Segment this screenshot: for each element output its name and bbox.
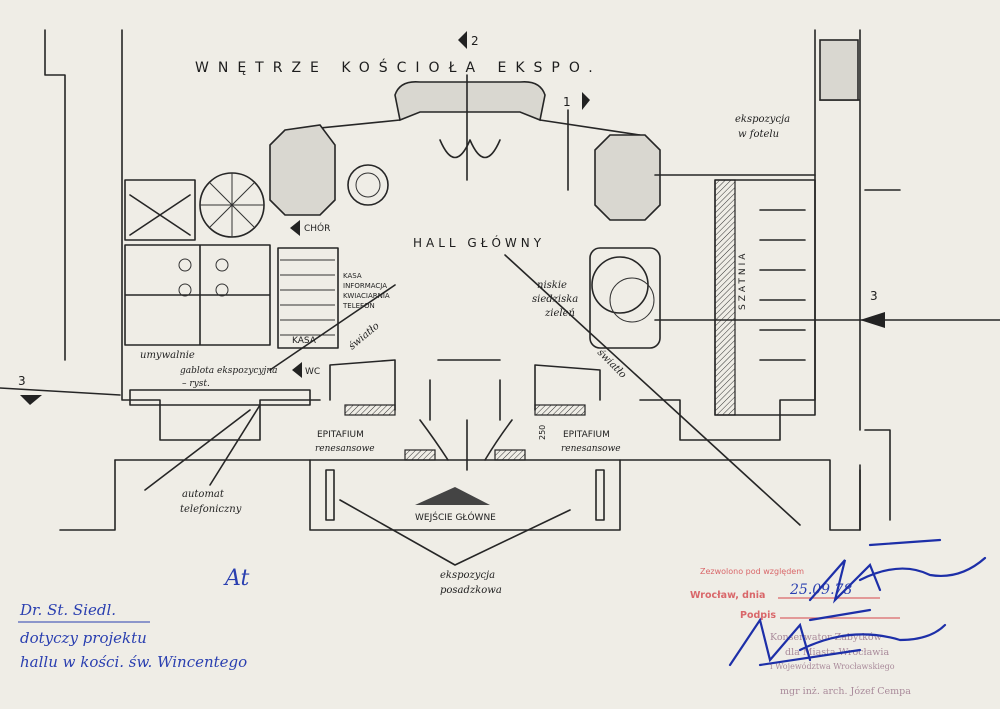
leader-phone: [144, 404, 261, 491]
label-light-left: światło: [347, 321, 382, 353]
svg-text:ekspozycja: ekspozycja: [440, 570, 495, 581]
stamp-date: 25.09.78: [789, 582, 852, 598]
section-arrow-icon: [860, 312, 885, 328]
pillar-left: [269, 124, 336, 216]
svg-text:INFORMACJA: INFORMACJA: [343, 282, 387, 290]
altar-doors: [439, 139, 501, 159]
svg-text:renesansowe: renesansowe: [315, 444, 375, 454]
plant-left: [347, 164, 389, 206]
svg-text:ekspozycja: ekspozycja: [735, 114, 790, 125]
section-number: 3: [870, 289, 882, 303]
stair-box: [124, 179, 196, 241]
wc-arrow-icon: [292, 362, 302, 378]
chancel-walls: [299, 119, 641, 136]
handwritten-annotation: Dr. St. Siedl. dotyczy projektu hallu w …: [18, 566, 250, 671]
svg-text:KASA: KASA: [343, 272, 362, 280]
label-cloakroom: SZATNIA: [738, 251, 748, 310]
svg-text:EPITAFIUM: EPITAFIUM: [317, 430, 364, 440]
label-main-hall: HALL GŁÓWNY: [413, 235, 545, 250]
svg-text:zieleń: zieleń: [544, 308, 575, 319]
label-toilets: umywalnie: [140, 350, 195, 361]
svg-text:Konserwator Zabytków: Konserwator Zabytków: [770, 632, 882, 643]
kasa-booth: [277, 247, 339, 349]
svg-text:EPITAFIUM: EPITAFIUM: [563, 430, 610, 440]
svg-text:Podpis: Podpis: [740, 610, 776, 621]
toilets: [124, 244, 271, 346]
svg-text:TELEFON: TELEFON: [342, 302, 375, 310]
display-case: [129, 389, 311, 406]
svg-text:– ryst.: – ryst.: [182, 379, 210, 389]
section-arrow-icon: [20, 395, 42, 405]
label-choir: CHÓR: [304, 222, 330, 234]
svg-text:telefoniczny: telefoniczny: [180, 504, 242, 515]
label-main-entrance: WEJŚCIE GŁÓWNE: [415, 511, 496, 523]
svg-text:niskie: niskie: [537, 280, 567, 291]
svg-text:gablota ekspozycyjna: gablota ekspozycyjna: [180, 366, 278, 376]
leader-light-right: [504, 254, 801, 526]
label-exhibit-bottom: ekspozycja posadzkowa: [440, 570, 502, 596]
section-number: 1: [563, 95, 575, 109]
outer-wall-left: [44, 29, 66, 361]
label-wc: WC: [305, 367, 320, 377]
plant-right: [591, 256, 649, 314]
section-arrow-icon: [458, 31, 467, 49]
svg-text:siedziska: siedziska: [532, 294, 578, 305]
section-line-3: [0, 387, 121, 396]
entrance-doors: [419, 419, 513, 471]
west-wall: [121, 29, 321, 441]
svg-text:posadzkowa: posadzkowa: [440, 585, 502, 596]
svg-text:w fotelu: w fotelu: [738, 129, 779, 140]
label-display-case: gablota ekspozycyjna – ryst.: [180, 366, 278, 389]
svg-text:hallu w kości. św. Wincentego: hallu w kości. św. Wincentego: [20, 653, 247, 671]
svg-text:mgr inż. arch. Józef Cempa: mgr inż. arch. Józef Cempa: [780, 686, 911, 697]
initials: At: [223, 566, 250, 591]
coat-racks: [759, 209, 806, 361]
label-kasa: KASA: [292, 336, 317, 346]
section-number: 3: [18, 374, 30, 388]
svg-text:automat: automat: [182, 489, 225, 500]
choir-arrow-icon: [290, 220, 300, 236]
section-number: 2: [471, 34, 483, 48]
leader-light-left: [269, 284, 396, 371]
svg-text:Wrocław, dnia: Wrocław, dnia: [690, 590, 765, 601]
east-tower-mass: [819, 39, 859, 101]
apse: [394, 80, 546, 122]
svg-text:Dr. St. Siedl.: Dr. St. Siedl.: [19, 601, 116, 619]
section-arrow-icon: [582, 92, 590, 110]
label-epitaph-right: EPITAFIUM renesansowe: [561, 430, 621, 454]
east-annex: [859, 189, 901, 531]
signature: [728, 538, 987, 667]
dimension-label: 250: [538, 425, 547, 440]
drawing-title: WNĘTRZE KOŚCIOŁA EKSPO.: [195, 58, 602, 76]
leader-exhibit: [339, 499, 571, 566]
entrance-arrow-icon: [415, 487, 490, 505]
svg-text:renesansowe: renesansowe: [561, 444, 621, 454]
seating-area: [589, 247, 661, 349]
inner-vestibule: [329, 359, 601, 411]
label-phone-booth: automat telefoniczny: [180, 489, 242, 515]
pillar-right: [594, 134, 661, 221]
svg-text:Zezwolono pod względem: Zezwolono pod względem: [700, 567, 804, 576]
label-exhibit-armchair: ekspozycja w fotelu: [735, 114, 790, 140]
svg-text:KWIACIARNIA: KWIACIARNIA: [343, 292, 390, 300]
label-seating: niskie siedziska zieleń: [532, 280, 578, 319]
svg-text:i Województwa Wrocławskiego: i Województwa Wrocławskiego: [770, 662, 895, 671]
label-epitaph-left: EPITAFIUM renesansowe: [315, 430, 375, 454]
label-kasa-info: KASA INFORMACJA KWIACIARNIA TELEFON: [342, 272, 390, 310]
svg-text:dotyczy projektu: dotyczy projektu: [20, 629, 147, 647]
